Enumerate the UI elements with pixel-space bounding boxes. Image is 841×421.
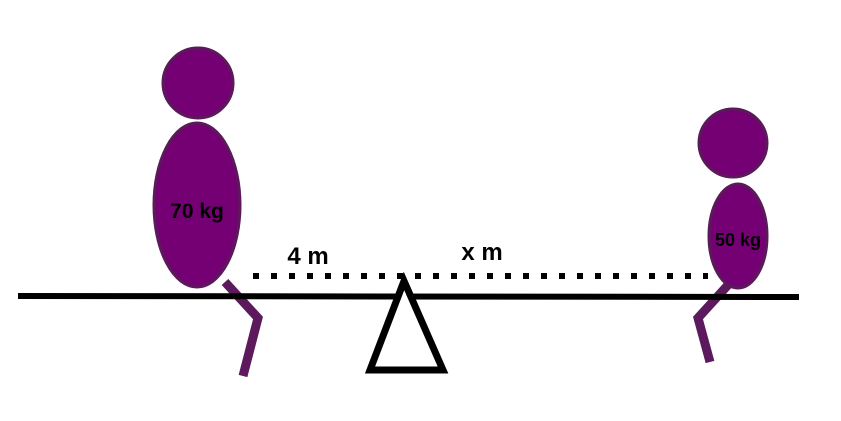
right-distance-label: x m — [461, 239, 502, 266]
left-distance-label: 4 m — [287, 243, 328, 270]
right-mass-label: 50 kg — [715, 230, 761, 250]
left-person-body — [152, 121, 242, 289]
right-person: 50 kg — [697, 107, 769, 290]
right-person-body — [707, 182, 769, 290]
fulcrum-triangle — [364, 271, 449, 374]
left-mass-label: 70 kg — [170, 200, 224, 223]
right-person-head — [697, 107, 769, 179]
left-person-head — [161, 46, 235, 120]
left-person: 70 kg — [152, 46, 242, 289]
